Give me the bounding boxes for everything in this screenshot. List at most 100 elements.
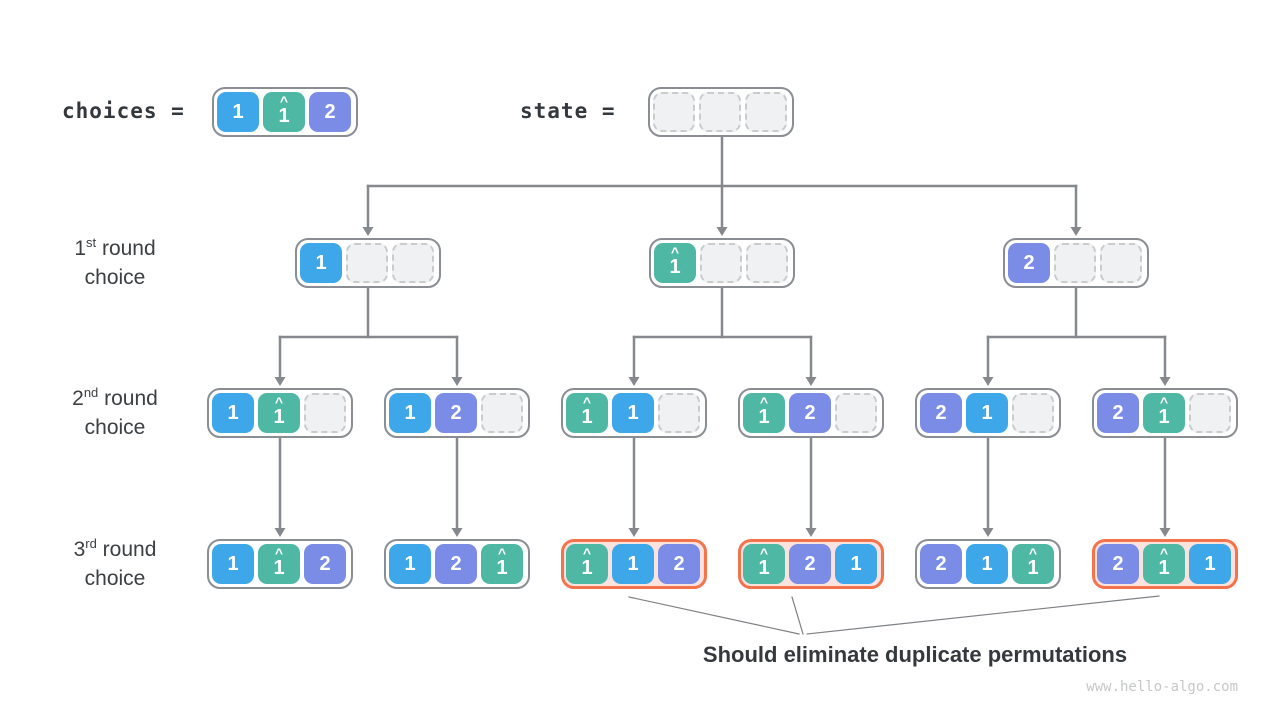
round3-state-box: 1 2 ^1 [384, 539, 530, 589]
element-cell-2: 2 [304, 544, 346, 584]
hat-mark: ^ [1159, 545, 1169, 561]
caption-eliminate-duplicates: Should eliminate duplicate permutations [702, 642, 1128, 667]
cell-value: 1 [581, 406, 593, 428]
cell-value: 1 [627, 402, 639, 424]
hat-mark: ^ [279, 93, 289, 109]
element-cell-2: 2 [658, 544, 700, 584]
cell-value: 1 [496, 557, 508, 579]
cell-value: 1 [404, 402, 416, 424]
element-cell-1-hat: ^1 [1143, 393, 1185, 433]
hat-mark: ^ [274, 394, 284, 410]
empty-slot [1100, 243, 1142, 283]
cell-value: 1 [758, 406, 770, 428]
element-cell-1-hat: ^1 [1143, 544, 1185, 584]
empty-slot [745, 92, 787, 132]
cell-value: 1 [273, 557, 285, 579]
cell-value: 1 [227, 402, 239, 424]
empty-slot [746, 243, 788, 283]
empty-slot [700, 243, 742, 283]
element-cell-1-hat: ^1 [743, 393, 785, 433]
round-1-label: 1st round choice [20, 234, 210, 293]
cell-value: 1 [850, 553, 862, 575]
element-cell-1: 1 [389, 393, 431, 433]
cell-value: 1 [627, 553, 639, 575]
cell-value: 2 [935, 402, 947, 424]
element-cell-1: 1 [212, 544, 254, 584]
hat-mark: ^ [1028, 545, 1038, 561]
empty-slot [304, 393, 346, 433]
cell-value: 2 [673, 553, 685, 575]
element-cell-1: 1 [612, 393, 654, 433]
cell-value: 2 [1112, 402, 1124, 424]
cell-value: 2 [450, 553, 462, 575]
element-cell-1-hat: ^1 [258, 544, 300, 584]
hat-mark: ^ [670, 244, 680, 260]
round3-state-box-duplicate: 2 ^1 1 [1092, 539, 1238, 589]
cell-value: 1 [981, 402, 993, 424]
cell-value: 1 [315, 252, 327, 274]
choices-label: choices = [62, 99, 199, 123]
cell-value: 1 [232, 101, 244, 123]
element-cell-1-hat: ^1 [1012, 544, 1054, 584]
cell-value: 1 [404, 553, 416, 575]
watermark: www.hello-algo.com [1086, 679, 1238, 695]
hat-mark: ^ [759, 545, 769, 561]
empty-slot [699, 92, 741, 132]
hat-mark: ^ [1159, 394, 1169, 410]
empty-slot [346, 243, 388, 283]
element-cell-2: 2 [1008, 243, 1050, 283]
round2-state-box: ^1 2 [738, 388, 884, 438]
cell-value: 1 [1158, 406, 1170, 428]
element-cell-2: 2 [309, 92, 351, 132]
empty-slot [653, 92, 695, 132]
round-label-line1: 1st round [74, 235, 156, 260]
round-label-line2: choice [84, 566, 146, 590]
hat-mark: ^ [759, 394, 769, 410]
cell-value: 2 [319, 553, 331, 575]
empty-slot [1012, 393, 1054, 433]
cell-value: 1 [278, 105, 290, 127]
cell-value: 2 [804, 402, 816, 424]
element-cell-1: 1 [300, 243, 342, 283]
round1-state-box: ^1 [649, 238, 795, 288]
element-cell-1: 1 [217, 92, 259, 132]
round-label-line2: choice [84, 265, 146, 289]
element-cell-1: 1 [966, 393, 1008, 433]
element-cell-1: 1 [612, 544, 654, 584]
cell-value: 2 [324, 101, 336, 123]
round-3-label: 3rd round choice [20, 535, 210, 594]
element-cell-1-hat: ^1 [566, 393, 608, 433]
element-cell-1-hat: ^1 [481, 544, 523, 584]
cell-value: 2 [804, 553, 816, 575]
element-cell-1-hat: ^1 [654, 243, 696, 283]
cell-value: 2 [450, 402, 462, 424]
round1-state-box: 1 [295, 238, 441, 288]
element-cell-2: 2 [1097, 544, 1139, 584]
empty-slot [1189, 393, 1231, 433]
element-cell-1: 1 [966, 544, 1008, 584]
element-cell-2: 2 [789, 393, 831, 433]
cell-value: 1 [227, 553, 239, 575]
cell-value: 2 [1112, 553, 1124, 575]
state-label: state = [520, 99, 630, 123]
cell-value: 1 [981, 553, 993, 575]
cell-value: 1 [1027, 557, 1039, 579]
element-cell-1: 1 [835, 544, 877, 584]
element-cell-1: 1 [212, 393, 254, 433]
element-cell-1-hat: ^1 [263, 92, 305, 132]
empty-slot [658, 393, 700, 433]
cell-value: 1 [581, 557, 593, 579]
element-cell-2: 2 [920, 544, 962, 584]
cell-value: 1 [1204, 553, 1216, 575]
element-cell-2: 2 [435, 544, 477, 584]
round-label-line1: 3rd round [73, 536, 157, 561]
state-box [648, 87, 794, 137]
